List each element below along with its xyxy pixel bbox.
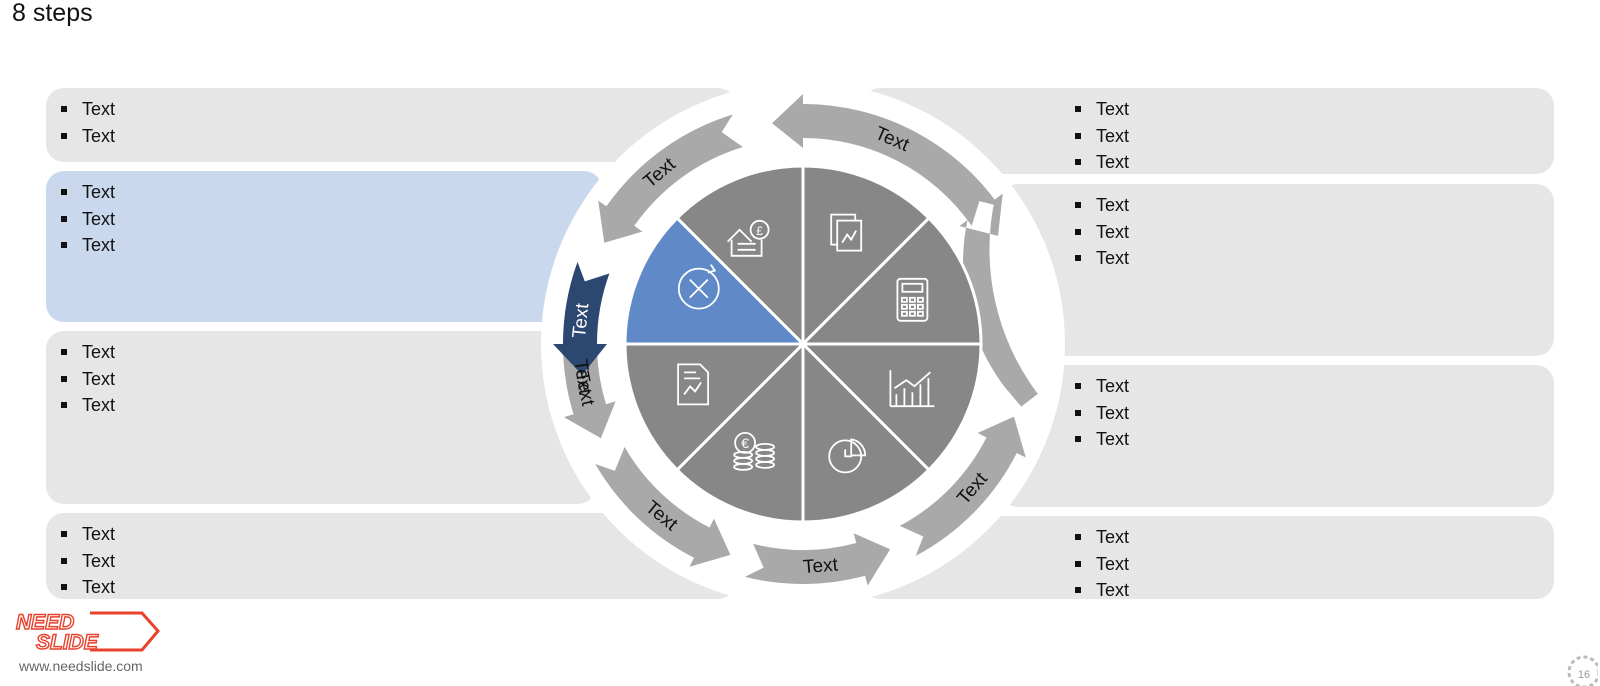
arrow-label-5: Text [802,554,839,578]
bullet-list: Text Text Text [1074,96,1129,176]
report-document-icon [677,363,709,406]
text-panel-left-3[interactable]: Text Text Text [46,331,596,504]
bullet-item: Text [1074,96,1129,123]
calculator-icon [896,277,929,322]
bullet-list: Text Text Text [1074,373,1129,453]
cycle-arrow-6[interactable] [595,447,731,567]
cycle-arrow-5[interactable] [744,533,891,586]
bullet-item: Text [60,339,115,366]
pie-segment-2[interactable] [801,164,932,348]
page-number-badge: 16 [1567,655,1598,686]
bullet-item: Text [60,232,115,259]
needslide-logo: NEED SLIDE [15,610,160,655]
bullet-item: Text [1074,192,1129,219]
text-panel-right-2[interactable]: Text Text Text [1000,184,1554,356]
logo-text-need: NEED [16,611,74,634]
bullet-list: Text Text [60,96,115,149]
cycle-arrow-3[interactable] [959,193,1038,407]
slide-title: 8 steps [12,0,93,27]
pie-chart-icon [828,438,867,474]
bullet-list: Text Text Text [60,179,115,259]
bullet-list: Text Text Text [60,521,115,601]
circle-cancel-icon [677,264,720,310]
bullet-item: Text [60,574,115,601]
pie-segment-8-active[interactable] [623,215,807,346]
bullet-item: Text [60,366,115,393]
bullet-item: Text [1074,373,1129,400]
text-panel-left-1[interactable]: Text Text [46,88,736,162]
logo-arrow-outline [90,611,160,652]
pie-segment-6[interactable] [674,340,805,524]
bullet-item: Text [1074,524,1129,551]
text-panel-left-2[interactable]: Text Text Text [46,171,602,322]
bullet-item: Text [60,392,115,419]
text-panel-right-3[interactable]: Text Text Text [1000,365,1554,507]
arrow-label-8: Text [569,302,594,340]
svg-text:£: £ [756,224,763,238]
bullet-item: Text [1074,219,1129,246]
bullet-item: Text [60,548,115,575]
euro-coins-icon: € [733,431,775,471]
bullet-list: Text Text Text [1074,192,1129,272]
bullet-item: Text [60,123,115,150]
svg-text:€: € [741,435,749,451]
house-pound-icon: £ [726,219,770,257]
bullet-item: Text [60,521,115,548]
documents-chart-icon [830,213,863,252]
bullet-item: Text [60,179,115,206]
cycle-arrow-1[interactable] [598,114,743,243]
pie-segment-3[interactable] [799,215,983,346]
cycle-arrow-2[interactable] [772,94,1000,226]
bullet-list: Text Text Text [1074,524,1129,604]
bullet-item: Text [1074,551,1129,578]
bullet-item: Text [60,206,115,233]
cycle-arrow-4[interactable] [899,416,1026,556]
bullet-item: Text [60,96,115,123]
pie-segment-5[interactable] [801,340,932,524]
bar-chart-growth-icon [889,370,935,408]
page-number: 16 [1578,669,1590,681]
bullet-item: Text [1074,149,1129,176]
pie-segment-7[interactable] [623,342,807,473]
bullet-item: Text [1074,577,1129,604]
logo-text-slide: SLIDE [36,631,99,654]
arrow-label-3: Text [569,358,595,396]
bullet-item: Text [1074,245,1129,272]
bullet-item: Text [1074,426,1129,453]
bullet-item: Text [1074,123,1129,150]
bullet-item: Text [1074,400,1129,427]
cycle-arrow-8-active[interactable] [553,261,610,375]
website-url[interactable]: www.needslide.com [19,658,143,674]
bullet-list: Text Text Text [60,339,115,419]
page-number-gear [1567,655,1598,686]
